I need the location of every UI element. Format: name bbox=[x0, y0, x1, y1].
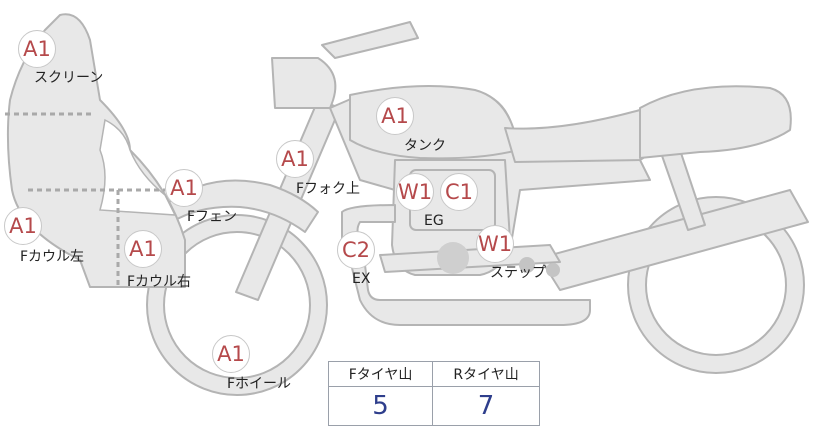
badge-fender: A1 bbox=[165, 169, 203, 207]
label-step: ステップ bbox=[490, 265, 546, 281]
badge-cowl-right: A1 bbox=[124, 230, 162, 268]
exhaust-pipe bbox=[344, 239, 591, 326]
badge-tank: A1 bbox=[376, 97, 414, 135]
label-exhaust: EX bbox=[352, 271, 371, 287]
rear-tread-header: Rタイヤ山 bbox=[432, 361, 540, 387]
badge-engine-w: W1 bbox=[396, 173, 434, 211]
label-cowl-right: Fカウル右 bbox=[127, 274, 192, 290]
label-wheel: Fホイール bbox=[227, 376, 292, 392]
footpeg bbox=[519, 257, 535, 273]
tread-depth-table: Fタイヤ山 Rタイヤ山 5 7 bbox=[327, 361, 540, 426]
label-fork: Fフォク上 bbox=[296, 181, 361, 197]
front-fairing bbox=[6, 13, 186, 288]
badge-step: W1 bbox=[476, 225, 514, 263]
badge-engine-c: C1 bbox=[440, 173, 478, 211]
label-screen: スクリーン bbox=[34, 70, 104, 86]
swingarm bbox=[539, 189, 809, 291]
handlebar bbox=[321, 21, 419, 59]
front-fender bbox=[164, 179, 319, 233]
label-tank: タンク bbox=[404, 138, 446, 154]
engine-cover bbox=[437, 242, 469, 274]
front-tread-header: Fタイヤ山 bbox=[327, 361, 434, 387]
headlight-cowl bbox=[271, 57, 337, 109]
badge-screen: A1 bbox=[18, 30, 56, 68]
front-wheel-rim bbox=[163, 231, 311, 379]
label-fender: Fフェン bbox=[187, 209, 238, 225]
label-cowl-left: Fカウル左 bbox=[20, 249, 85, 265]
label-engine: EG bbox=[424, 213, 444, 229]
footpeg-rear bbox=[546, 263, 560, 277]
windscreen-cutout bbox=[99, 118, 177, 216]
badge-wheel: A1 bbox=[212, 335, 250, 373]
badge-exhaust: C2 bbox=[337, 231, 375, 269]
rear-tread-value: 7 bbox=[432, 386, 540, 426]
front-tread-value: 5 bbox=[327, 386, 434, 426]
badge-fork: A1 bbox=[276, 140, 314, 178]
badge-cowl-left: A1 bbox=[4, 207, 42, 245]
rear-cowl bbox=[639, 85, 792, 159]
